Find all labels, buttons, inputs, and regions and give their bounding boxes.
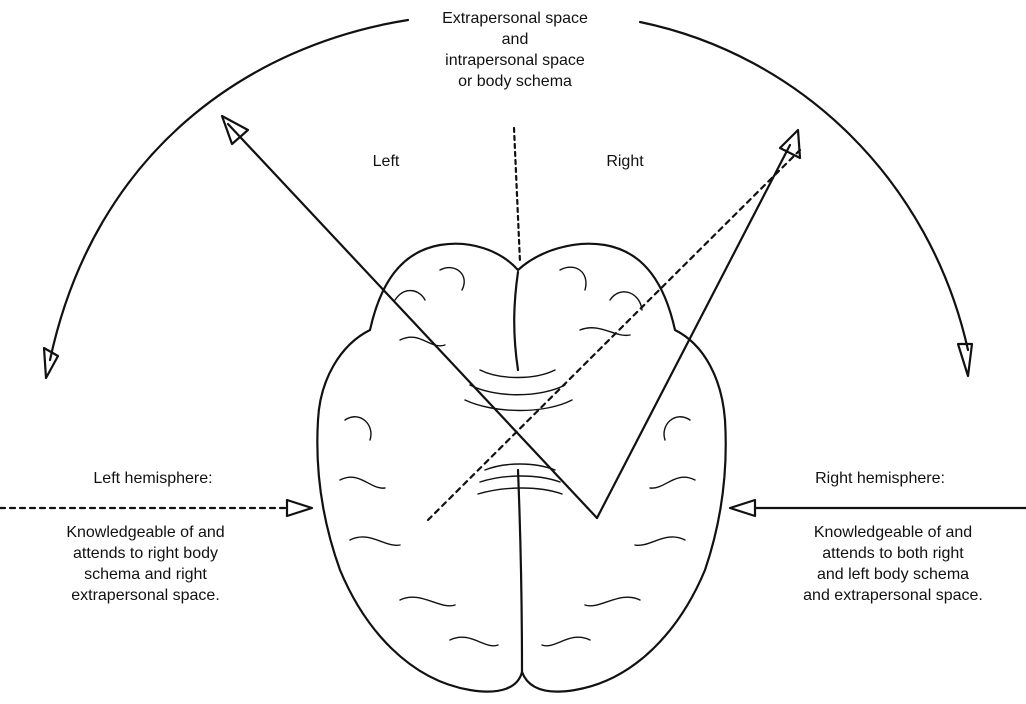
right-solid-horizontal-arrowhead [730,500,755,516]
extrapersonal-label-line: and [390,29,640,50]
description-line: and left body schema [773,564,1013,585]
left-outer-arc [50,20,408,360]
right-hemisphere-description: Knowledgeable of and attends to both rig… [773,522,1013,606]
description-line: and extrapersonal space. [773,585,1013,606]
left-hemisphere-description: Knowledgeable of and attends to right bo… [18,522,273,606]
extrapersonal-label: Extrapersonal space and intrapersonal sp… [390,8,640,92]
description-line: extrapersonal space. [18,585,273,606]
right-arc-arrowhead [958,344,972,376]
extrapersonal-label-line: Extrapersonal space [390,8,640,29]
right-outer-arc [640,22,968,350]
left-arc-arrowhead [44,348,58,378]
midline-dotted [514,128,520,262]
right-hemisphere-title: Right hemisphere: [785,468,975,489]
right-label: Right [590,151,660,172]
description-line: attends to right body [18,543,273,564]
left-solid-arrow-line [228,124,597,518]
right-solid-arrow-line [597,145,790,518]
left-dotted-arrowhead [287,500,312,516]
extrapersonal-label-line: intrapersonal space [390,50,640,71]
dotted-diagonal-arrow-line [428,150,800,520]
left-label: Left [356,151,416,172]
description-line: Knowledgeable of and [18,522,273,543]
left-hemisphere-title: Left hemisphere: [58,468,248,489]
description-line: Knowledgeable of and [773,522,1013,543]
longitudinal-fissure [514,272,522,672]
extrapersonal-label-line: or body schema [390,71,640,92]
description-line: attends to both right [773,543,1013,564]
description-line: schema and right [18,564,273,585]
